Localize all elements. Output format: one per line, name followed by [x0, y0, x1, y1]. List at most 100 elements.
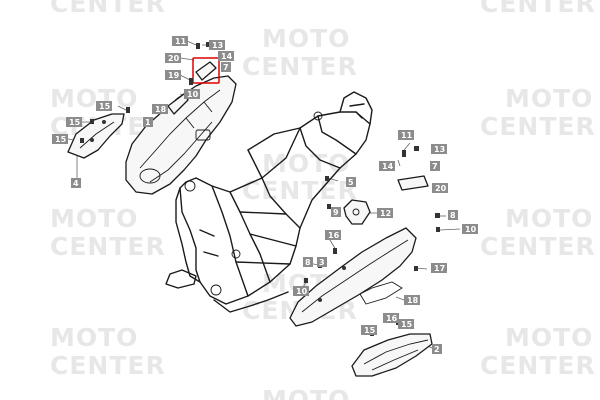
callout-label[interactable]: 13	[209, 40, 225, 50]
watermark-text: CENTER	[50, 0, 166, 18]
callout-label[interactable]: 17	[431, 263, 447, 273]
callout-label[interactable]: 1	[143, 117, 153, 127]
bolt-icon	[325, 176, 329, 181]
callout-label[interactable]: 2	[432, 344, 442, 354]
callout-number: 2	[434, 345, 440, 354]
watermark-text: MOTO	[50, 204, 138, 233]
callout-label[interactable]: 14	[218, 51, 234, 61]
callout-number: 11	[401, 131, 413, 140]
callout-label[interactable]: 15	[66, 117, 82, 127]
callout-number: 12	[380, 209, 391, 218]
callout-label[interactable]: 18	[404, 295, 420, 305]
main-frame	[165, 91, 373, 313]
callout-label[interactable]: 11	[172, 36, 188, 46]
highlighted-pad-part	[192, 57, 220, 84]
watermark-text: CENTER	[480, 351, 596, 380]
callout-number: 11	[175, 37, 187, 46]
callout-number: 15	[364, 326, 376, 335]
callout-label[interactable]: 13	[431, 144, 447, 154]
callout-label[interactable]: 12	[377, 208, 393, 218]
callout-number: 15	[99, 102, 111, 111]
callout-number: 15	[401, 320, 413, 329]
watermark-text: MOTO	[505, 84, 593, 113]
highlight-marker	[192, 57, 220, 84]
callout-number: 8	[305, 258, 311, 267]
callout-number: 10	[296, 287, 308, 296]
watermark-text: MOTO	[50, 323, 138, 352]
callout-label[interactable]: 5	[346, 177, 356, 187]
watermark-text: MOTO	[262, 385, 350, 400]
watermark-text: CENTER	[242, 52, 358, 81]
callout-number: 9	[333, 208, 339, 217]
callout-number: 20	[168, 54, 180, 63]
callout-number: 3	[319, 258, 325, 267]
callout-label[interactable]: 15	[52, 134, 68, 144]
callout-label[interactable]: 15	[361, 325, 377, 335]
callout-number: 5	[348, 178, 354, 187]
watermark-text: CENTER	[480, 112, 596, 141]
callout-label[interactable]: 10	[184, 89, 200, 99]
watermark-text: CENTER	[50, 232, 166, 261]
callout-number: 17	[434, 264, 445, 273]
watermark-text: MOTO	[505, 204, 593, 233]
bolt-icon	[327, 204, 331, 209]
watermark-text: CENTER	[480, 232, 596, 261]
bolt-icon	[189, 78, 193, 85]
floor-panel-part	[289, 227, 417, 327]
callout-number: 16	[328, 231, 340, 240]
bolt-icon	[414, 266, 418, 271]
callout-number: 14	[221, 52, 233, 61]
callout-number: 1	[145, 118, 151, 127]
callout-number: 13	[212, 41, 223, 50]
bottom-plate-part	[351, 333, 433, 377]
watermark-text: CENTER	[50, 351, 166, 380]
bolt-icon	[126, 107, 130, 113]
callout-number: 8	[450, 211, 456, 220]
callout-number: 13	[434, 145, 445, 154]
callout-label[interactable]: 14	[379, 161, 395, 171]
callout-label[interactable]: 20	[432, 183, 448, 193]
bolt-icon	[80, 138, 84, 143]
callout-number: 18	[407, 296, 419, 305]
bolt-icon	[333, 248, 337, 254]
callout-label[interactable]: 10	[462, 224, 478, 234]
callout-label[interactable]: 11	[398, 130, 414, 140]
callout-label[interactable]: 15	[96, 101, 112, 111]
nut-icon	[206, 42, 211, 47]
watermark-text: CENTER	[480, 0, 596, 18]
callout-number: 7	[223, 63, 229, 72]
bolt-icon	[90, 119, 94, 124]
leader-lines	[67, 40, 461, 349]
callout-number: 10	[465, 225, 477, 234]
callout-label[interactable]: 7	[221, 62, 231, 72]
bolt-icon	[196, 43, 200, 49]
callout-label[interactable]: 8	[448, 210, 458, 220]
small-bracket-part	[343, 199, 371, 225]
callout-label[interactable]: 19	[165, 70, 181, 80]
callout-label[interactable]: 4	[71, 178, 81, 188]
inner-cover-part	[125, 75, 237, 195]
callout-label[interactable]: 20	[165, 53, 181, 63]
callout-number: 4	[73, 179, 79, 188]
callout-number: 14	[382, 162, 394, 171]
callout-label[interactable]: 8	[303, 257, 313, 267]
callout-label[interactable]: 10	[293, 286, 309, 296]
callout-label[interactable]: 9	[331, 207, 341, 217]
right-pad-part	[397, 175, 429, 191]
callout-label[interactable]: 16	[383, 313, 399, 323]
small-pad-part	[167, 93, 189, 115]
callout-label[interactable]: 18	[152, 104, 168, 114]
callout-number: 15	[69, 118, 81, 127]
callout-number: 20	[435, 184, 447, 193]
nut-icon	[435, 213, 440, 218]
bolt-icon	[436, 227, 440, 232]
nut-icon	[414, 146, 419, 151]
callout-labels: 11 13 20 14 7 19 10 15 18 15 1 15 4 11 1…	[52, 36, 478, 354]
callout-label[interactable]: 15	[398, 319, 414, 329]
callout-label[interactable]: 16	[325, 230, 341, 240]
callout-label[interactable]: 3	[317, 257, 327, 267]
callout-label[interactable]: 7	[430, 161, 440, 171]
bolt-icon	[402, 150, 406, 157]
